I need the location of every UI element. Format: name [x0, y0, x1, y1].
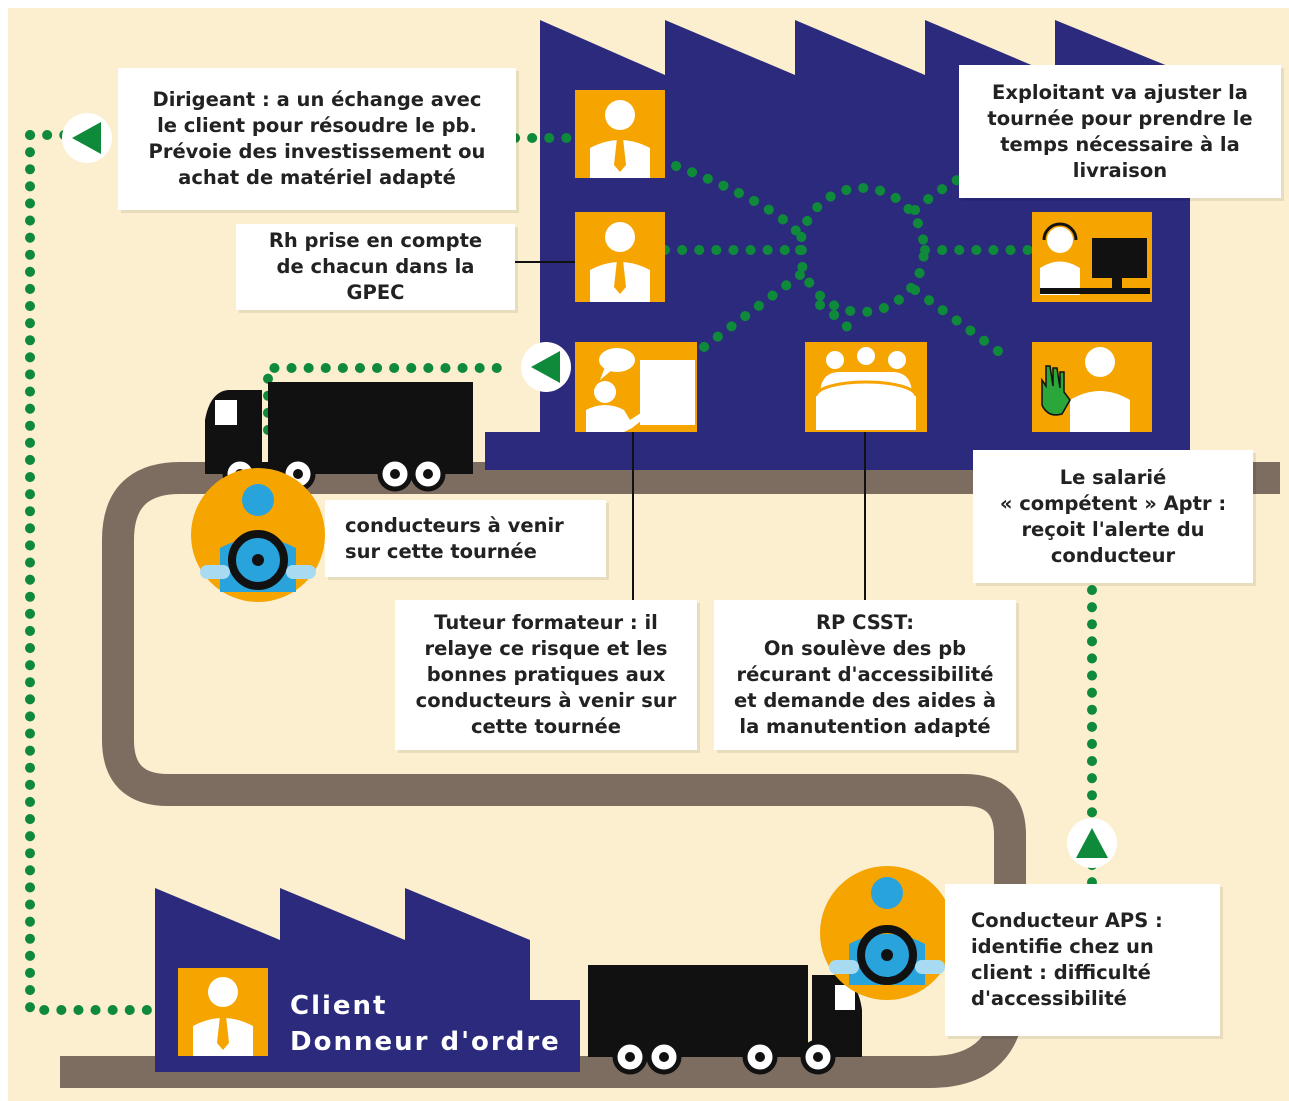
label-dirigeant-text: Dirigeant : a un échange avec le client …	[148, 88, 486, 189]
truck-icon-bottom	[588, 965, 862, 1075]
label-dirigeant: Dirigeant : a un échange avec le client …	[118, 68, 516, 210]
arrow-marker-left-mid	[521, 342, 571, 392]
client-label: Client Donneur d'ordre	[290, 988, 569, 1060]
driver-icon	[191, 468, 325, 602]
hr-icon	[575, 212, 665, 302]
arrow-marker-up	[1067, 818, 1117, 868]
label-rp: RP CSST: On soulève des pb récurant d'ac…	[714, 600, 1016, 750]
truck-icon	[205, 382, 473, 492]
label-tuteur: Tuteur formateur : il relaye ce risque e…	[395, 600, 697, 750]
label-rh: Rh prise en compte de chacun dans la GPE…	[236, 224, 515, 310]
road	[60, 462, 1280, 1088]
operator-headset-icon	[1032, 212, 1152, 302]
label-rp-text: RP CSST: On soulève des pb récurant d'ac…	[733, 611, 996, 738]
manager-icon	[575, 90, 665, 178]
client-manager-icon	[178, 968, 268, 1056]
client-label-line2: Donneur d'ordre	[290, 1024, 569, 1060]
arrow-marker-left-top	[62, 113, 112, 163]
stop-hand-icon	[1032, 342, 1152, 432]
client-label-line1: Client	[290, 991, 388, 1021]
label-rh-text: Rh prise en compte de chacun dans la GPE…	[268, 229, 483, 304]
label-conducteurs: conducteurs à venir sur cette tournée	[325, 500, 606, 577]
label-conducteur-aps-text: Conducteur APS : identifie chez un clien…	[971, 909, 1163, 1010]
label-salarie-text: Le salarié « compétent » Aptr : reçoit l…	[999, 465, 1227, 567]
label-salarie: Le salarié « compétent » Aptr : reçoit l…	[973, 450, 1253, 583]
label-leader-lines	[515, 261, 866, 600]
driver-icon-bottom	[820, 866, 954, 1000]
label-exploitant: Exploitant va ajuster la tournée pour pr…	[959, 65, 1281, 198]
label-tuteur-text: Tuteur formateur : il relaye ce risque e…	[415, 611, 677, 738]
trainer-icon	[575, 342, 697, 432]
label-exploitant-text: Exploitant va ajuster la tournée pour pr…	[987, 80, 1253, 182]
meeting-icon	[805, 342, 927, 432]
label-conducteur-aps: Conducteur APS : identifie chez un clien…	[945, 884, 1220, 1036]
label-conducteurs-text: conducteurs à venir sur cette tournée	[345, 513, 564, 563]
